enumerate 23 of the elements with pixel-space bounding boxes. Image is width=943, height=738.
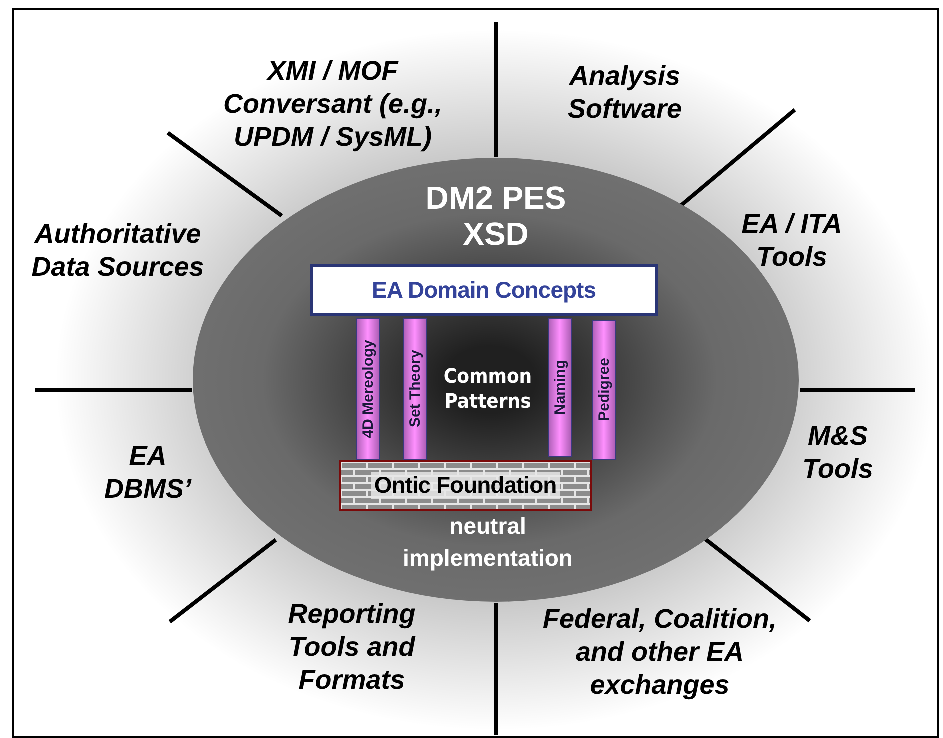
pillar <box>592 320 616 460</box>
sector-label: Analysis Software <box>566 60 684 126</box>
sector-label: EA / ITA Tools <box>740 208 844 274</box>
pillar-text: Set Theory <box>406 350 424 428</box>
banner-text: EA Domain Concepts <box>372 276 596 304</box>
sector-label: Federal, Coalition, and other EA exchanges <box>542 603 778 702</box>
pillar-text: Pedigree <box>596 358 612 422</box>
sector-label: EA DBMS’ <box>104 440 193 506</box>
brick-foundation <box>339 460 592 511</box>
pillar <box>356 318 380 460</box>
pillar-text: 4D Mereology <box>360 340 376 438</box>
pillar <box>548 318 572 457</box>
pattern-label: Common Patterns <box>442 364 534 414</box>
concept-banner <box>310 264 658 316</box>
sector-label: Reporting Tools and Formats <box>287 598 417 697</box>
pillar <box>403 318 427 460</box>
sector-label: XMI / MOF Conversant (e.g., UPDM / SysML) <box>222 55 444 154</box>
pillar-text: Naming <box>552 360 568 415</box>
foundation-text: Ontic Foundation <box>371 472 560 499</box>
sector-label: M&S Tools <box>802 420 874 486</box>
node-caption: neutral implementation <box>402 512 574 573</box>
sector-label: Authoritative Data Sources <box>30 218 206 284</box>
node-title: DM2 PES XSD <box>424 180 568 252</box>
